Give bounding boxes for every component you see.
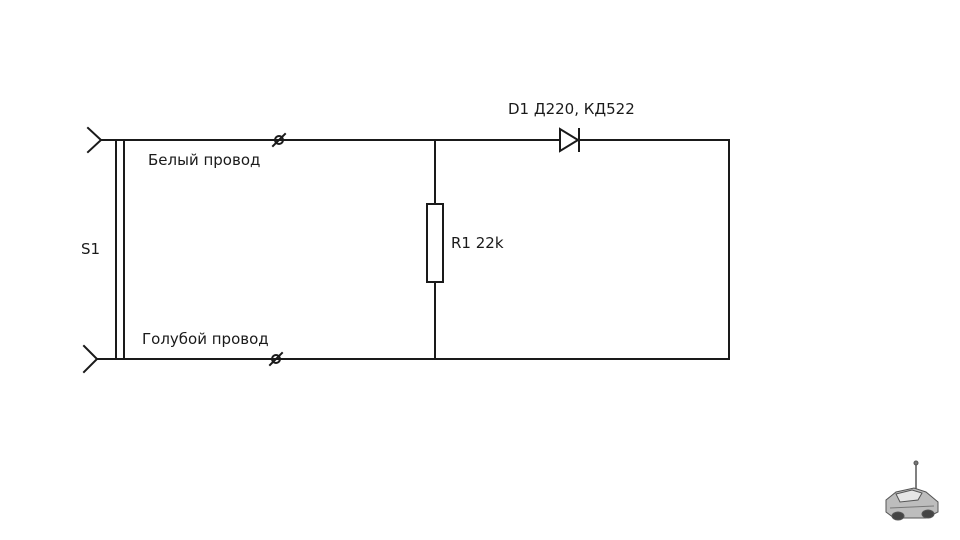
diode-d1 [559, 127, 580, 153]
connector-bottom-arrow [82, 344, 99, 374]
switch-label: S1 [81, 240, 101, 258]
vintage-car-with-antenna-logo-icon [885, 460, 939, 521]
connector-mark-bottom [268, 351, 284, 367]
resistor-label: R1 22k [451, 234, 504, 252]
connector-top-arrow [86, 126, 103, 154]
blue-wire-label: Голубой провод [142, 330, 269, 348]
white-wire-label: Белый провод [148, 151, 261, 169]
resistor-r1-body [426, 203, 444, 283]
connector-mark-top [271, 132, 287, 148]
diode-label: D1 Д220, КД522 [508, 100, 635, 118]
